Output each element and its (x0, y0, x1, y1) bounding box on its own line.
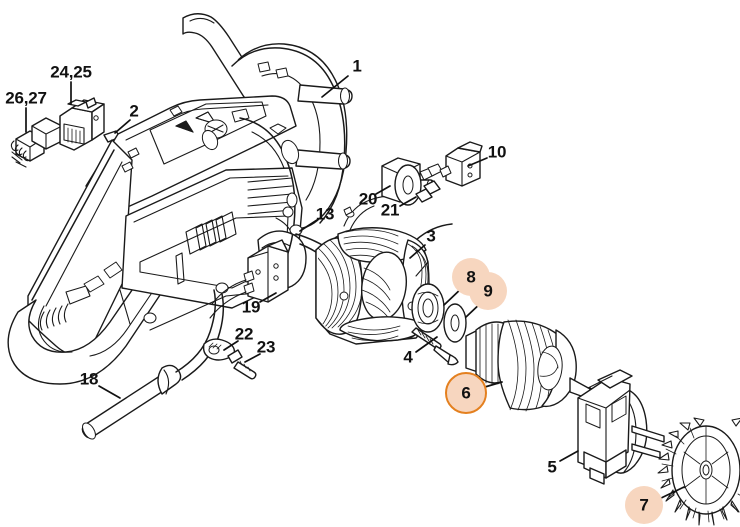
leader-line-20 (375, 185, 391, 195)
callout-label-18[interactable]: 18 (79, 369, 99, 389)
callout-label-19[interactable]: 19 (241, 297, 261, 317)
part-ball-bearing (411, 283, 445, 333)
part-washer-ring (394, 164, 422, 206)
callout-label-22[interactable]: 22 (234, 324, 254, 344)
leader-line-5 (559, 450, 579, 462)
leader-line-3 (409, 244, 426, 259)
highlight-circle-7[interactable] (625, 486, 663, 524)
leader-line-13 (299, 219, 318, 232)
callout-label-8[interactable]: 8 (466, 267, 476, 287)
callout-label-24-25[interactable]: 24,25 (50, 62, 92, 82)
part-clamp-screw (227, 349, 257, 380)
callout-label-1[interactable]: 1 (352, 56, 362, 76)
callout-label-6[interactable]: 6 (461, 383, 471, 403)
part-cooling-fan (657, 417, 740, 526)
callout-label-4[interactable]: 4 (403, 347, 413, 367)
part-long-screw (411, 327, 459, 366)
leader-line-21 (399, 196, 417, 207)
leader-line-23 (244, 353, 261, 363)
callout-label-5[interactable]: 5 (547, 457, 557, 477)
leader-line-1 (321, 75, 349, 98)
callout-label-9[interactable]: 9 (483, 281, 493, 301)
callout-label-3[interactable]: 3 (426, 226, 436, 246)
part-stator-field-coil (315, 227, 430, 345)
part-washer (443, 303, 467, 343)
leader-line-4 (415, 336, 438, 353)
callout-label-7[interactable]: 7 (639, 495, 649, 515)
callout-label-2[interactable]: 2 (129, 101, 139, 121)
leader-line-18 (98, 385, 121, 399)
callout-label-21[interactable]: 21 (380, 200, 400, 220)
part-oil-tank-tube (81, 289, 225, 440)
part-plug-connector (59, 97, 105, 151)
leader-line-22 (223, 340, 239, 351)
callout-label-20[interactable]: 20 (358, 189, 378, 209)
highlight-circle-9[interactable] (469, 272, 507, 310)
leader-line-10 (467, 157, 488, 167)
part-brush-holder-bracket (577, 369, 665, 485)
part-capacitor-block (209, 239, 289, 319)
part-cable-strain-relief (10, 117, 63, 168)
callout-label-23[interactable]: 23 (256, 337, 276, 357)
leader-line-19 (259, 292, 277, 303)
leader-line-2 (114, 119, 131, 134)
part-switch-module (415, 141, 483, 203)
part-armature-rotor (465, 319, 615, 414)
callout-label-10[interactable]: 10 (487, 142, 507, 162)
callout-label-13[interactable]: 13 (315, 204, 335, 224)
callout-label-26-27[interactable]: 26,27 (5, 88, 47, 108)
part-chainsaw-housing (7, 13, 353, 385)
highlight-circle-6[interactable] (445, 372, 487, 414)
